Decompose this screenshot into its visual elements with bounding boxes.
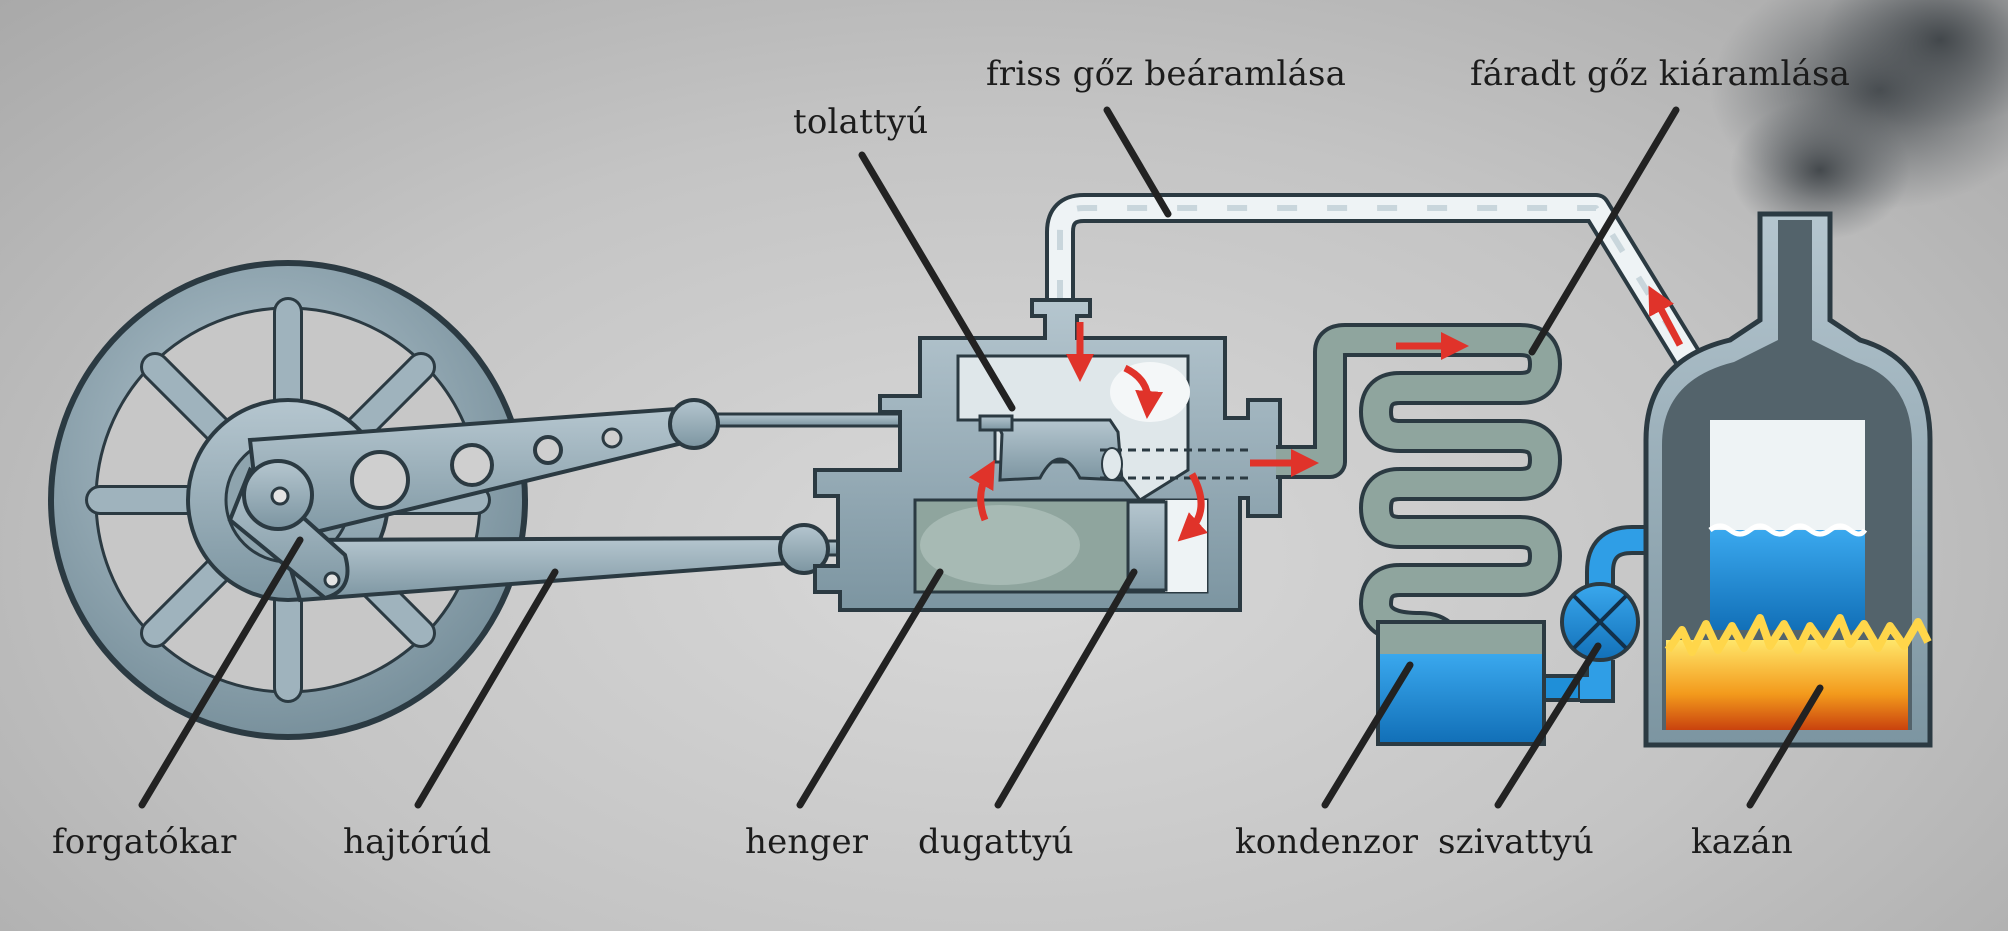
crank <box>227 459 350 601</box>
cylinder-assembly <box>813 298 1282 612</box>
pump <box>1560 525 1716 703</box>
fresh-steam-pipe <box>1045 193 1739 428</box>
flow-arrows <box>968 285 1684 542</box>
eccentric-rod <box>247 398 1002 548</box>
label-pump: szivattyú <box>1438 822 1594 862</box>
condenser-coil <box>1276 323 1562 662</box>
label-condenser: kondenzor <box>1235 822 1419 862</box>
label-slide-valve: tolattyú <box>793 102 929 142</box>
smoke <box>1710 0 2008 240</box>
boiler <box>1643 211 1933 748</box>
label-piston: dugattyú <box>918 822 1074 862</box>
label-connecting-rod: hajtórúd <box>343 822 492 862</box>
condenser-tank <box>1376 620 1582 746</box>
label-crank: forgatókar <box>52 822 237 862</box>
label-fresh-steam-inlet: friss gőz beáramlása <box>986 54 1347 94</box>
leader-lines <box>138 106 1824 809</box>
label-boiler: kazán <box>1691 822 1793 862</box>
label-cylinder: henger <box>745 822 869 862</box>
label-exhaust-steam-outlet: fáradt gőz kiáramlása <box>1470 54 1851 94</box>
